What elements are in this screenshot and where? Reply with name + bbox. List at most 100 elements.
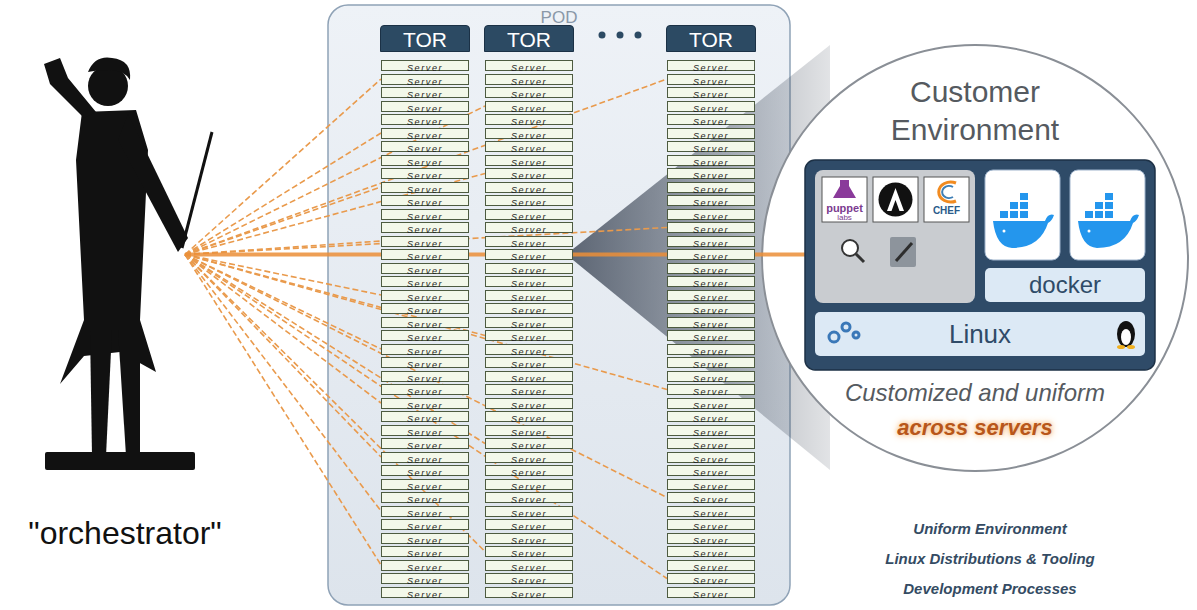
server-box: Server [667, 398, 755, 409]
server-box-text: Server [382, 267, 468, 276]
dashed-line [185, 255, 381, 512]
server-box-text: Server [668, 402, 754, 411]
tor-switch-text: TOR [667, 29, 755, 50]
server-box: Server [485, 249, 573, 260]
server-box: Server [381, 479, 469, 490]
dashed-line [185, 255, 485, 552]
server-box-text: Server [668, 213, 754, 222]
server-box: Server [381, 330, 469, 341]
server-box-text: Server [668, 591, 754, 600]
ellipsis-dots [599, 32, 642, 39]
server-box-text: Server [486, 402, 572, 411]
server-box: Server [667, 425, 755, 436]
server-box-text: Server [382, 537, 468, 546]
server-box-text: Server [668, 307, 754, 316]
server-box-text: Server [486, 456, 572, 465]
server-box: Server [485, 344, 573, 355]
server-box-text: Server [486, 172, 572, 181]
server-box: Server [381, 222, 469, 233]
server-box: Server [667, 195, 755, 206]
server-box: Server [485, 60, 573, 71]
server-box-text: Server [382, 186, 468, 195]
server-box: Server [485, 290, 573, 301]
server-box: Server [667, 371, 755, 382]
server-box: Server [667, 560, 755, 571]
server-box-text: Server [382, 159, 468, 168]
server-box-text: Server [486, 442, 572, 451]
server-box-text: Server [668, 240, 754, 249]
server-box: Server [667, 506, 755, 517]
server-box: Server [485, 128, 573, 139]
docker-band-text: docker [1029, 273, 1101, 297]
server-box: Server [485, 168, 573, 179]
server-box-text: Server [668, 442, 754, 451]
server-box: Server [485, 182, 573, 193]
server-box: Server [485, 303, 573, 314]
server-box: Server [485, 141, 573, 152]
linux-band: Linux [815, 312, 1145, 356]
dashed-line [185, 79, 667, 255]
server-box: Server [485, 452, 573, 463]
server-box: Server [485, 236, 573, 247]
server-box: Server [667, 182, 755, 193]
server-box-text: Server [486, 469, 572, 478]
server-box-text: Server [382, 550, 468, 559]
server-box-text: Server [382, 361, 468, 370]
server-box: Server [381, 573, 469, 584]
server-box: Server [381, 276, 469, 287]
server-box: Server [485, 398, 573, 409]
server-box: Server [381, 168, 469, 179]
orchestrator-label: "orchestrator" [10, 515, 240, 552]
server-box-text: Server [668, 537, 754, 546]
server-box: Server [485, 209, 573, 220]
server-box-text: Server [382, 523, 468, 532]
server-box-text: Server [668, 159, 754, 168]
server-box-text: Server [486, 159, 572, 168]
server-box: Server [381, 452, 469, 463]
server-box-text: Server [668, 510, 754, 519]
server-box: Server [381, 114, 469, 125]
server-box: Server [381, 249, 469, 260]
server-box: Server [381, 357, 469, 368]
server-box-text: Server [382, 91, 468, 100]
tor-switch-text: TOR [381, 29, 469, 50]
server-box-text: Server [668, 577, 754, 586]
pod-box: PODTORTORTORServerServerServerServerServ… [328, 5, 790, 605]
server-box: Server [381, 492, 469, 503]
orchestration-lines [185, 79, 667, 579]
server-box: Server [381, 263, 469, 274]
server-box: Server [667, 411, 755, 422]
server-box: Server [485, 155, 573, 166]
server-box-text: Server [382, 253, 468, 262]
tor-switch: TOR [380, 25, 470, 52]
server-box-text: Server [486, 118, 572, 127]
server-box: Server [381, 60, 469, 71]
server-box: Server [381, 438, 469, 449]
server-box: Server [485, 330, 573, 341]
server-box: Server [667, 114, 755, 125]
server-box-text: Server [668, 550, 754, 559]
server-box: Server [381, 128, 469, 139]
dashed-line [185, 174, 485, 255]
server-box: Server [381, 209, 469, 220]
server-box-text: Server [486, 415, 572, 424]
server-box-text: Server [486, 280, 572, 289]
server-box-text: Server [668, 361, 754, 370]
server-box: Server [667, 465, 755, 476]
server-box: Server [381, 344, 469, 355]
server-box: Server [381, 533, 469, 544]
server-box: Server [667, 101, 755, 112]
server-box: Server [667, 236, 755, 247]
server-box-text: Server [382, 483, 468, 492]
server-box: Server [485, 357, 573, 368]
conductor-silhouette [44, 58, 195, 470]
server-box: Server [485, 533, 573, 544]
server-box-text: Server [382, 442, 468, 451]
server-box-text: Server [668, 64, 754, 73]
server-box: Server [485, 438, 573, 449]
server-box: Server [667, 276, 755, 287]
server-box-text: Server [668, 199, 754, 208]
server-box-text: Server [668, 91, 754, 100]
server-box-text: Server [382, 388, 468, 397]
server-box: Server [667, 168, 755, 179]
